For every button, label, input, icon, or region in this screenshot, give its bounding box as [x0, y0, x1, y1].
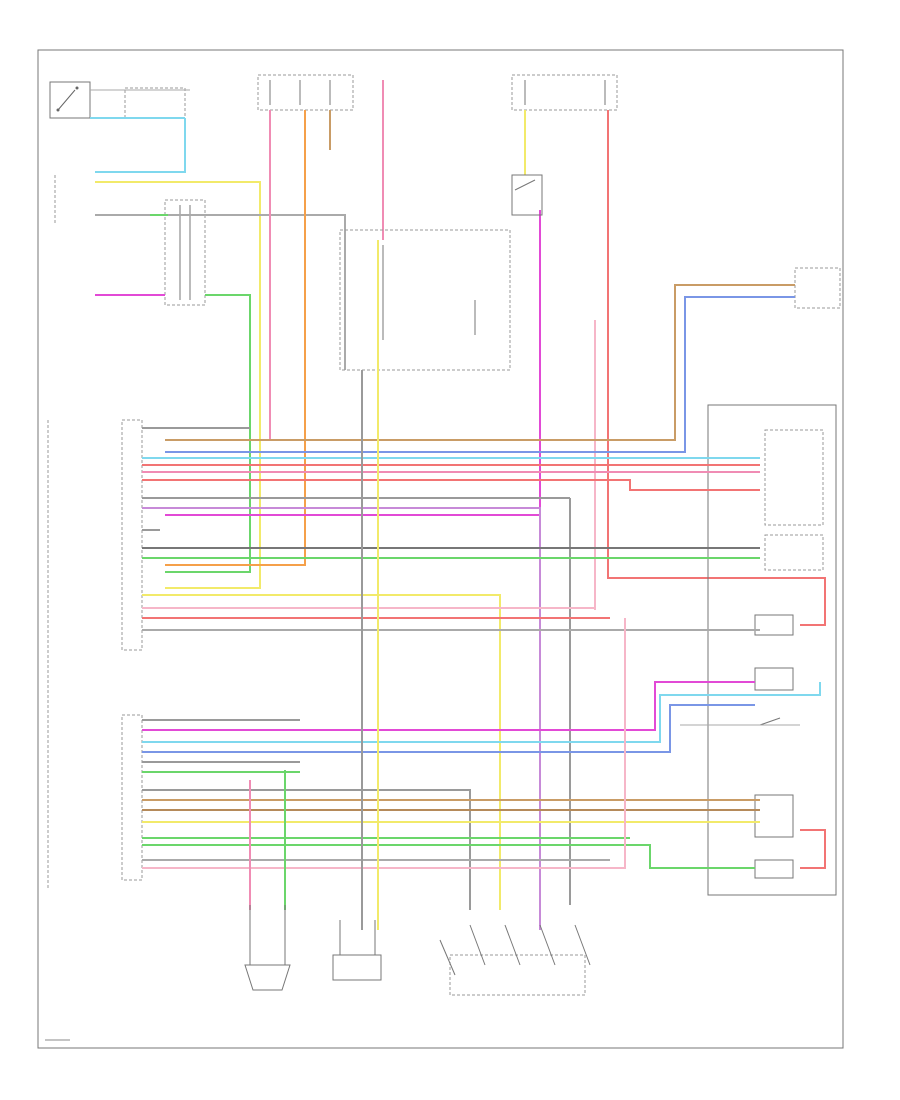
- fuse-wire-2: [165, 110, 306, 566]
- harness-upper-purple: [142, 507, 541, 930]
- right-red-loop: [800, 829, 826, 869]
- top-left-connector: [90, 87, 190, 119]
- left-middle-connector: [164, 199, 206, 306]
- right-module: [707, 404, 837, 896]
- wire-green-down: [165, 294, 251, 573]
- wire-brown-right: [165, 284, 795, 441]
- fuse-wire-7: [607, 110, 826, 626]
- harness-lower-gray-3: [142, 789, 471, 910]
- harness-lower-pink: [142, 618, 626, 869]
- right-relay: [511, 174, 543, 216]
- harness-upper-red-2: [142, 479, 760, 491]
- top-left-switch: [49, 81, 91, 119]
- fuse-block-left: [257, 74, 354, 111]
- fuse-wire-6: [165, 210, 541, 516]
- harness-lower-green-3: [142, 844, 755, 869]
- diagram-frame: [37, 49, 844, 1049]
- right-component-box: [794, 267, 841, 309]
- pcm-connector-lower: [121, 714, 143, 881]
- bottom-switch-assembly: [439, 924, 591, 996]
- fuse-block-right: [511, 74, 618, 111]
- harness-lower-lb: [142, 682, 821, 743]
- wire-blue-right: [165, 296, 795, 453]
- bottom-sensor-left: [244, 905, 291, 991]
- wire-yellow-top: [95, 181, 261, 589]
- harness-lower-magenta: [142, 681, 755, 731]
- harness-lower-blue: [142, 704, 755, 753]
- wire-lightblue-drop: [95, 118, 186, 173]
- harness-upper-yellow-2: [142, 594, 501, 910]
- pcm-connector-upper: [47, 419, 143, 890]
- lower-right-switch: [680, 717, 800, 726]
- bottom-sensor-middle: [332, 920, 382, 981]
- instrument-cluster: [339, 229, 511, 371]
- wire-gray-horizontal: [95, 214, 346, 370]
